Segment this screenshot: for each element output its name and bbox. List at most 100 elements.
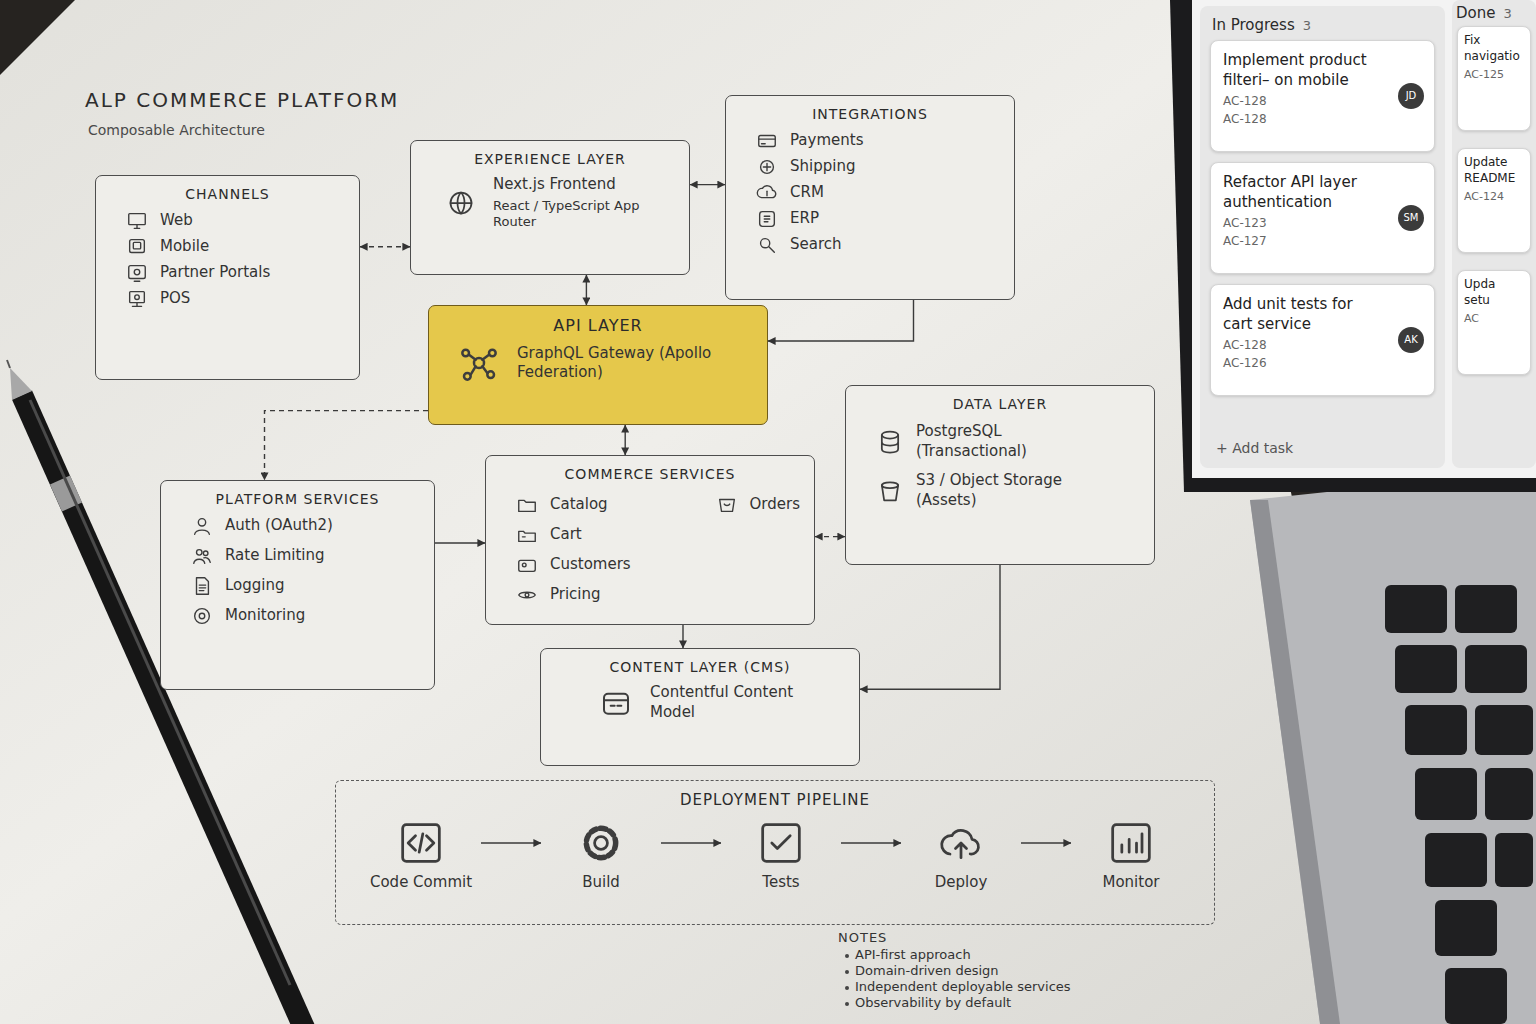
bullet-dot <box>845 970 849 974</box>
icon-stroke <box>451 193 472 214</box>
item-label: S3 / Object Storage (Assets) <box>916 471 1116 510</box>
item-row: Orders <box>716 494 800 516</box>
item-label: Search <box>790 235 842 255</box>
icon-stroke <box>408 834 434 852</box>
icon <box>579 821 623 865</box>
column-header: Done3 <box>1456 4 1532 22</box>
icon <box>191 515 213 537</box>
item-row: Web <box>126 210 345 232</box>
note-item: API-first approach <box>855 947 971 962</box>
task-card: Fix navigatioAC-125 <box>1457 26 1531 131</box>
note-item: Observability by default <box>855 995 1011 1010</box>
ticket-id: AC-127 <box>1223 234 1422 248</box>
connector <box>860 565 1000 689</box>
icon-stroke <box>763 163 770 170</box>
icon <box>459 343 499 383</box>
diagram-title: ALP COMMERCE PLATFORM <box>85 88 399 112</box>
icon-stroke <box>759 136 776 147</box>
item-list: PaymentsShippingCRMERPSearch <box>740 130 1000 256</box>
item-row: Logging <box>191 575 420 597</box>
assignee-avatar: JD <box>1398 83 1424 109</box>
key <box>1435 900 1497 956</box>
notes-heading: NOTES <box>838 930 887 945</box>
icon-stroke <box>129 266 146 279</box>
body-text: Next.js Frontend <box>493 175 653 195</box>
item-row: Shipping <box>756 156 1000 178</box>
icon <box>756 208 778 230</box>
icon <box>756 156 778 178</box>
item-label: PostgreSQL (Transactional) <box>916 422 1116 461</box>
add-task-link: + Add task <box>1216 440 1293 456</box>
board-column: Done3Fix navigatioAC-125Update READMEAC-… <box>1452 0 1536 468</box>
task-card: Upda setuAC <box>1457 270 1531 375</box>
laptop-lid <box>1170 0 1536 492</box>
icon-stroke <box>132 303 141 307</box>
connector <box>815 536 845 537</box>
column-title: Done <box>1456 4 1495 22</box>
layer-box: CONTENT LAYER (CMS)Contentful Content Mo… <box>540 648 860 766</box>
task-card: Refactor API layer authenticationAC-123A… <box>1210 162 1435 274</box>
bullet-dot <box>845 954 849 958</box>
icon <box>759 821 803 865</box>
item-row: Rate Limiting <box>191 545 420 567</box>
icon-stroke <box>199 585 205 591</box>
icon <box>876 428 904 456</box>
box-heading: PLATFORM SERVICES <box>175 491 420 507</box>
assignee-avatar: SM <box>1398 205 1424 231</box>
column-count: 3 <box>1303 18 1311 33</box>
item-row: Auth (OAuth2) <box>191 515 420 537</box>
key <box>1425 833 1487 887</box>
icon-stroke <box>199 613 205 619</box>
icon-stroke <box>519 592 536 598</box>
icon-stroke <box>130 292 145 303</box>
icon <box>516 494 538 516</box>
icon <box>600 687 632 719</box>
connector <box>360 246 410 247</box>
connector <box>690 184 725 185</box>
icon-stroke <box>519 531 536 541</box>
ticket-id: AC-128 <box>1223 94 1422 108</box>
box-heading: INTEGRATIONS <box>740 106 1000 122</box>
pipeline-step: Build <box>541 821 661 911</box>
connector <box>265 411 429 480</box>
icon <box>516 584 538 606</box>
step-label: Tests <box>721 873 841 891</box>
icon <box>191 575 213 597</box>
card-title: Upda setu <box>1464 277 1524 308</box>
item-row: Mobile <box>126 236 345 258</box>
key <box>1445 968 1507 1024</box>
icon <box>716 494 738 516</box>
item-label: Payments <box>790 131 863 151</box>
ticket-id: AC-123 <box>1223 216 1422 230</box>
pipeline-step: Tests <box>721 821 841 911</box>
pencil-tip <box>10 368 32 400</box>
pipeline-frame: DEPLOYMENT PIPELINECode CommitBuildTests… <box>335 780 1215 925</box>
item-row: Catalog <box>516 494 698 516</box>
icon-stroke <box>135 295 140 300</box>
pipeline-heading: DEPLOYMENT PIPELINE <box>336 791 1214 809</box>
icon-stroke <box>198 519 205 526</box>
stack-row: Next.js FrontendReact / TypeScript App R… <box>425 175 675 231</box>
ticket-id: AC-125 <box>1464 68 1524 81</box>
body-text: Contentful Content Model <box>650 683 800 722</box>
item-row: PostgreSQL (Transactional) <box>876 422 1140 461</box>
icon <box>1109 821 1153 865</box>
connector <box>481 842 541 843</box>
icon-stroke <box>133 242 140 248</box>
step-label: Monitor <box>1071 873 1191 891</box>
key <box>1465 645 1527 693</box>
icon-stroke <box>956 843 967 858</box>
icon-stroke <box>759 139 776 144</box>
icon-stroke <box>757 186 775 198</box>
ticket-id: AC-128 <box>1223 338 1422 352</box>
stack-row: GraphQL Gateway (Apollo Federation) <box>443 343 753 383</box>
item-label: Shipping <box>790 157 855 177</box>
item-list: CatalogCartCustomersPricingOrders <box>500 490 800 610</box>
icon-stroke <box>195 530 210 534</box>
icon <box>399 821 443 865</box>
connector <box>661 842 721 843</box>
task-card: Implement product filteri– on mobileAC-1… <box>1210 40 1435 152</box>
item-row: Cart <box>516 524 698 546</box>
connector <box>435 542 485 543</box>
